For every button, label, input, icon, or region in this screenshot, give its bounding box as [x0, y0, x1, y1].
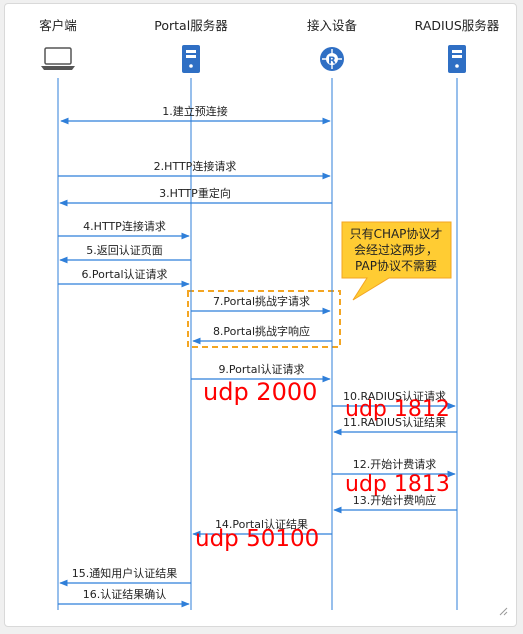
port-annotation: udp 1812 — [345, 397, 450, 422]
callout-bubble — [341, 221, 452, 301]
port-annotation: udp 50100 — [195, 526, 319, 552]
resize-grip-icon[interactable] — [498, 606, 508, 616]
callout-text: PAP协议不需要 — [355, 258, 437, 273]
message-label: 13.开始计费响应 — [353, 493, 437, 507]
participant-label: 接入设备 — [307, 18, 358, 33]
message-label: 6.Portal认证请求 — [81, 268, 167, 281]
participant-label: RADIUS服务器 — [415, 18, 500, 33]
laptop-icon — [41, 47, 75, 70]
message-label: 15.通知用户认证结果 — [72, 566, 178, 580]
participant-label: Portal服务器 — [154, 18, 228, 33]
diagram-frame: 客户端 Portal服务器 接入设备 R RADIUS服务器 1.建立预连接 2.HTTP… — [4, 3, 517, 627]
message-label: 7.Portal挑战字请求 — [213, 294, 310, 308]
message-label: 14.Portal认证结果 — [215, 518, 308, 531]
message-label: 4.HTTP连接请求 — [83, 220, 166, 233]
message-label: 16.认证结果确认 — [83, 588, 167, 601]
message-label: 5.返回认证页面 — [86, 244, 163, 257]
callout-text: 会经过这两步， — [354, 242, 438, 257]
port-annotation: udp 1813 — [345, 472, 450, 497]
router-icon: R — [320, 47, 344, 71]
server-icon — [182, 45, 200, 73]
message-label: 11.RADIUS认证结果 — [343, 416, 446, 429]
chap-steps-box — [187, 290, 341, 348]
message-label: 3.HTTP重定向 — [159, 186, 231, 200]
message-label: 9.Portal认证请求 — [218, 363, 304, 376]
svg-text:R: R — [328, 56, 336, 67]
sequence-diagram: 客户端 Portal服务器 接入设备 R RADIUS服务器 1.建立预连接 2.HTTP… — [39, 18, 500, 610]
message-label: 12.开始计费请求 — [353, 457, 437, 471]
message-label: 8.Portal挑战字响应 — [213, 324, 310, 338]
server-icon — [448, 45, 466, 73]
port-annotation: udp 2000 — [203, 378, 317, 406]
message-label: 1.建立预连接 — [162, 104, 228, 118]
message-label: 2.HTTP连接请求 — [154, 160, 237, 173]
message-label: 10.RADIUS认证请求 — [343, 390, 446, 403]
callout-text: 只有CHAP协议才 — [350, 226, 443, 241]
participant-label: 客户端 — [39, 18, 77, 33]
